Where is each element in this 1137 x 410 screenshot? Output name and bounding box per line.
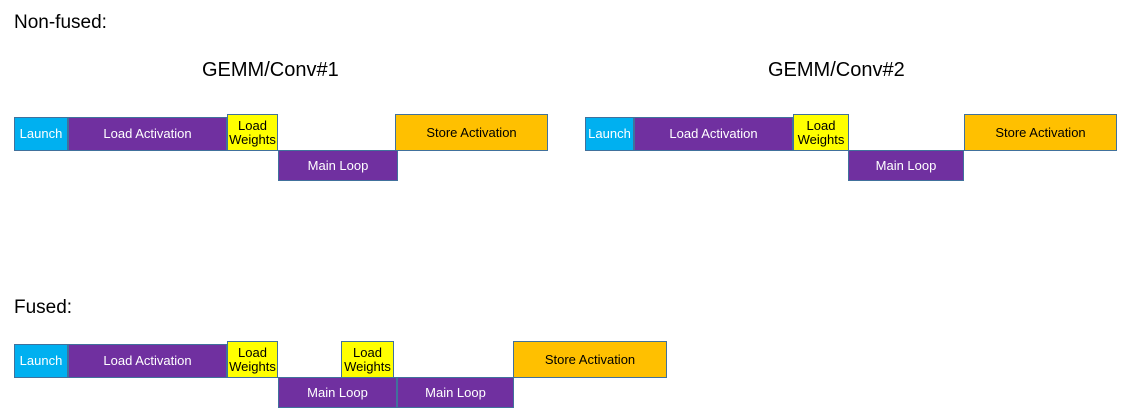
nonfused-g2-launch-bar: Launch (585, 117, 634, 151)
fused-store-activation-bar: Store Activation (513, 341, 667, 378)
nonfused-g1-load-weights-bar: Load Weights (227, 114, 278, 151)
nonfused-g1-launch-bar: Launch (14, 117, 68, 151)
fused-launch-bar: Launch (14, 344, 68, 378)
fused-load-activation-bar: Load Activation (68, 344, 227, 378)
fused-main-loop-2-bar: Main Loop (397, 377, 514, 408)
non-fused-section-label: Non-fused: (14, 12, 107, 33)
fused-section-label: Fused: (14, 297, 73, 318)
nonfused-g1-load-activation-bar: Load Activation (68, 117, 227, 151)
fused-main-loop-1-bar: Main Loop (278, 377, 397, 408)
nonfused-g2-store-activation-bar: Store Activation (964, 114, 1117, 151)
fused-load-weights-2-bar: Load Weights (341, 341, 394, 378)
nonfused-g1-main-loop-bar: Main Loop (278, 150, 398, 181)
nonfused-g1-store-activation-bar: Store Activation (395, 114, 548, 151)
gemm-conv-1-title: GEMM/Conv#1 (202, 59, 339, 81)
fused-load-weights-1-bar: Load Weights (227, 341, 278, 378)
nonfused-g2-load-weights-bar: Load Weights (793, 114, 849, 151)
nonfused-g2-main-loop-bar: Main Loop (848, 150, 964, 181)
gemm-conv-2-title: GEMM/Conv#2 (768, 59, 905, 81)
nonfused-g2-load-activation-bar: Load Activation (634, 117, 793, 151)
